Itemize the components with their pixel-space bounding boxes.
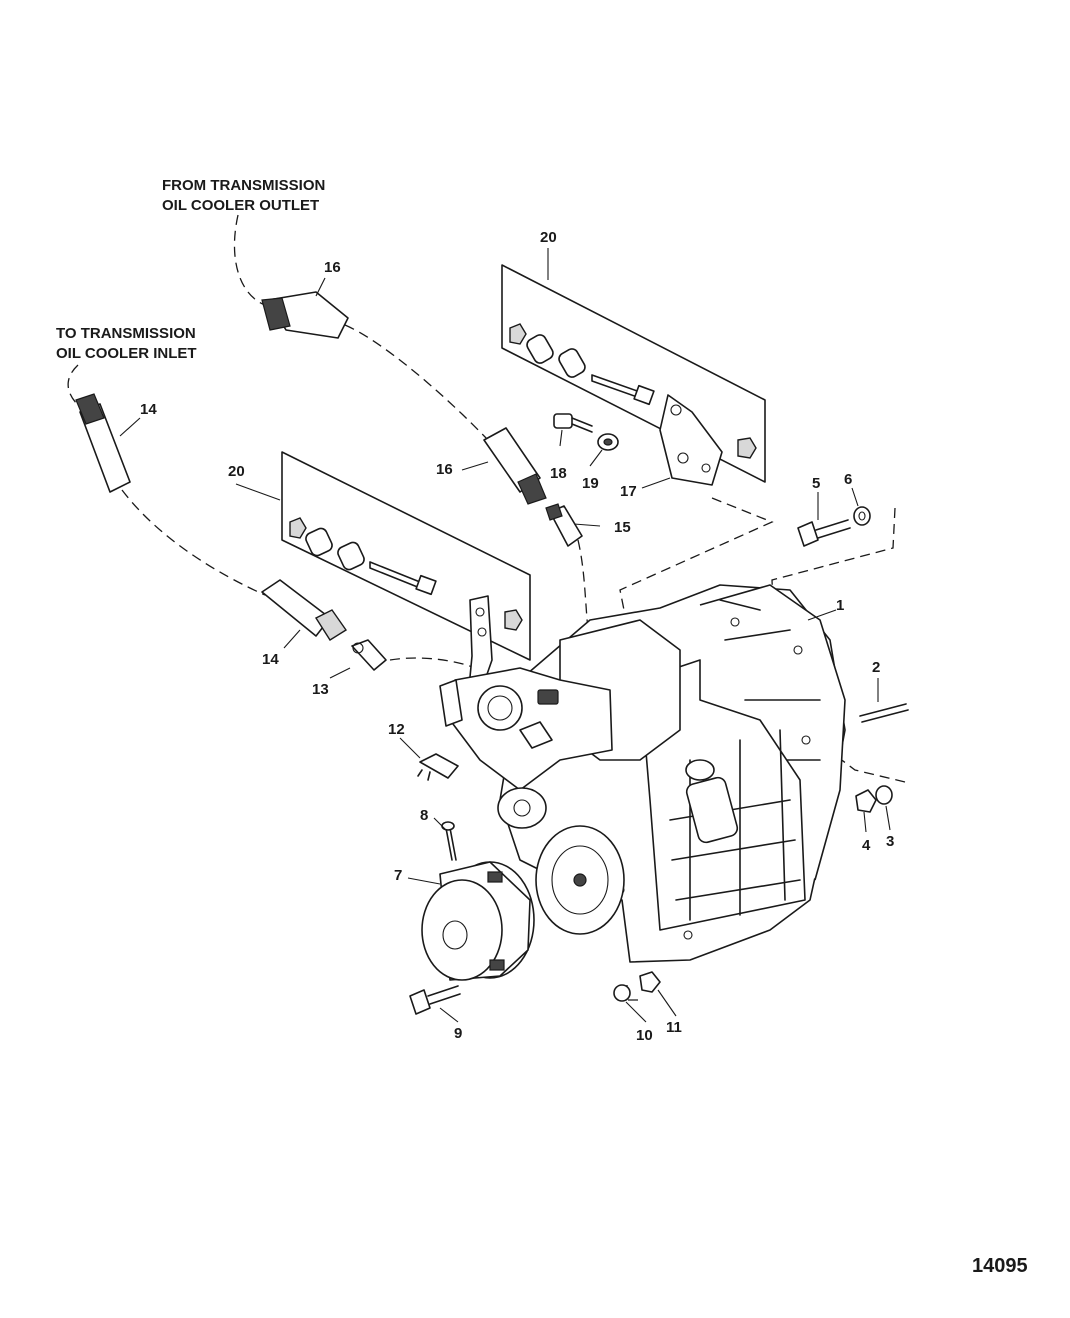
part-label-14-upper: 14 xyxy=(140,401,157,418)
part-label-6: 6 xyxy=(844,471,852,488)
bolt-5 xyxy=(797,519,851,547)
part-label-7: 7 xyxy=(394,867,402,884)
part-label-18: 18 xyxy=(550,465,567,482)
fitting-15-to-housing-line xyxy=(577,539,589,631)
part-label-15: 15 xyxy=(614,519,631,536)
washer-19 xyxy=(597,433,619,451)
fitting-13-to-housing-line xyxy=(389,657,476,669)
part-label-11: 11 xyxy=(666,1019,682,1036)
nut-11 xyxy=(639,971,661,993)
to-cooler-callout-line2: OIL COOLER INLET xyxy=(56,345,197,362)
kit-panel-20-lower xyxy=(281,451,531,701)
part-label-14-lower: 14 xyxy=(262,651,279,668)
sender-12 xyxy=(417,753,459,781)
hose-16-upper xyxy=(261,291,349,339)
sensor-15 xyxy=(545,503,583,547)
hose-16-to-fitting-line xyxy=(344,324,489,441)
washer-6 xyxy=(853,506,871,526)
drive-coupler xyxy=(421,861,535,981)
output-flange xyxy=(535,825,625,935)
part-label-2: 2 xyxy=(872,659,880,676)
part-label-9: 9 xyxy=(454,1025,462,1042)
part-label-19: 19 xyxy=(582,475,599,492)
cooler-outlet-line xyxy=(233,214,266,306)
hose-16-lower xyxy=(483,427,547,505)
fitting-13 xyxy=(351,639,387,671)
from-cooler-callout-line1: FROM TRANSMISSION xyxy=(162,177,325,194)
part-label-20-upper: 20 xyxy=(540,229,557,246)
part-label-17: 17 xyxy=(620,483,637,500)
stud-2 xyxy=(859,703,909,723)
leader-lines xyxy=(119,248,891,1023)
part-label-13: 13 xyxy=(312,681,329,698)
hose-14-to-fitting-line xyxy=(121,489,266,596)
washer-10 xyxy=(613,984,631,1002)
nut-4 xyxy=(855,789,877,813)
part-label-16-upper: 16 xyxy=(324,259,341,276)
from-cooler-callout-line2: OIL COOLER OUTLET xyxy=(162,197,319,214)
kit-panel-20-upper xyxy=(501,264,766,486)
part-label-16-lower: 16 xyxy=(436,461,453,478)
part-label-4: 4 xyxy=(862,837,871,854)
to-cooler-callout-line1: TO TRANSMISSION xyxy=(56,325,196,342)
part-label-12: 12 xyxy=(388,721,405,738)
part-label-3: 3 xyxy=(886,833,894,850)
figure-number: 14095 xyxy=(972,1255,1028,1277)
bolt-9 xyxy=(409,985,461,1015)
part-label-5: 5 xyxy=(812,475,820,492)
bolt-18 xyxy=(553,413,593,433)
hose-14-upper xyxy=(75,393,131,493)
hose-14-lower xyxy=(261,579,347,641)
part-label-8: 8 xyxy=(420,807,428,824)
part-label-10: 10 xyxy=(636,1027,653,1044)
valve-body xyxy=(439,667,613,829)
part-label-20-lower: 20 xyxy=(228,463,245,480)
cooler-inlet-line xyxy=(67,364,79,406)
part-label-1: 1 xyxy=(836,597,844,614)
washer-3 xyxy=(875,785,893,805)
